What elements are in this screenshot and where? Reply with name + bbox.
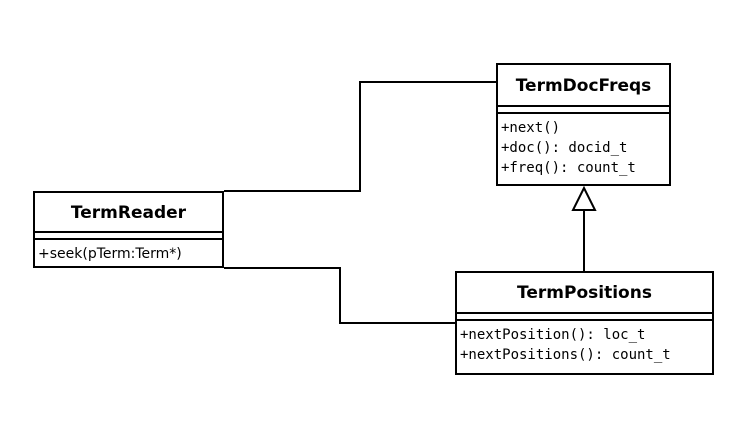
operations-compartment: +seek(pTerm:Term*): [35, 240, 222, 264]
operations-compartment: +nextPosition(): loc_t +nextPositions():…: [457, 321, 712, 365]
class-name: TermReader: [35, 193, 222, 233]
class-name: TermPositions: [457, 273, 712, 314]
class-termdocfreqs[interactable]: TermDocFreqs +next() +doc(): docid_t +fr…: [496, 63, 671, 186]
operation: +nextPositions(): count_t: [460, 347, 671, 363]
class-termpositions[interactable]: TermPositions +nextPosition(): loc_t +ne…: [455, 271, 714, 375]
attributes-compartment: [457, 314, 712, 321]
class-name: TermDocFreqs: [498, 65, 669, 107]
operation: +doc(): docid_t: [501, 140, 628, 156]
operation: +next(): [501, 120, 561, 136]
generalization-arrowhead-icon: [571, 185, 597, 211]
operation: +nextPosition(): loc_t: [460, 327, 646, 343]
association-termreader-termpositions: [224, 267, 455, 324]
attributes-compartment: [498, 107, 669, 114]
operations-compartment: +next() +doc(): docid_t +freq(): count_t: [498, 114, 669, 178]
operation: +freq(): count_t: [501, 160, 636, 176]
operation: +seek(pTerm:Term*): [38, 246, 182, 262]
association-termreader-termdocfreqs: [224, 81, 496, 192]
class-termreader[interactable]: TermReader +seek(pTerm:Term*): [33, 191, 224, 268]
attributes-compartment: [35, 233, 222, 240]
